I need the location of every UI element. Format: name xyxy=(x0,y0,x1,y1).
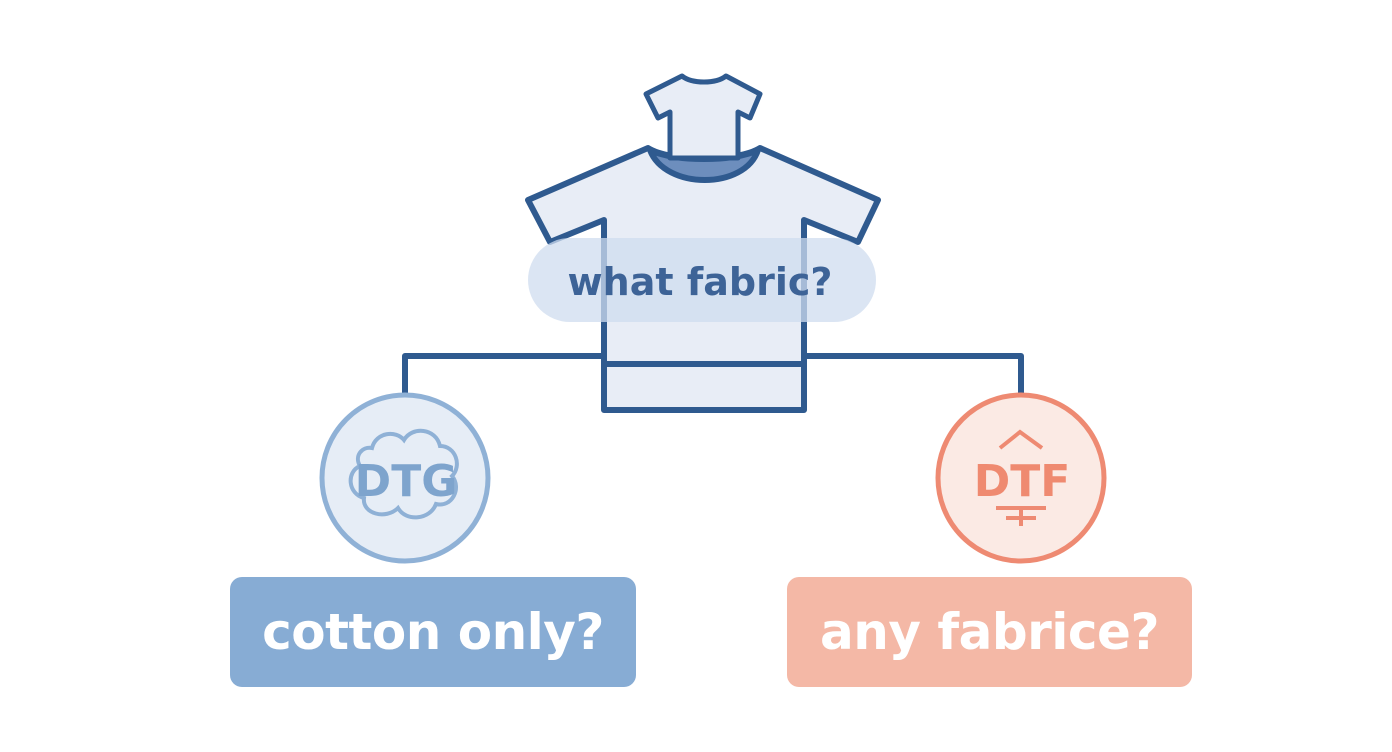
mini-shirt-body xyxy=(643,73,763,161)
dtg-badge-circle xyxy=(319,392,491,564)
cotton-only-label: cotton only? xyxy=(230,577,636,687)
cotton-only-text: cotton only? xyxy=(262,603,604,661)
dtf-label: DTF xyxy=(974,456,1071,507)
heat-press-icon xyxy=(996,429,1046,526)
any-fabric-text: any fabrice? xyxy=(820,603,1159,661)
dtg-badge: DTG xyxy=(319,392,491,564)
dtf-badge: DTF xyxy=(935,392,1107,564)
dtf-badge-circle xyxy=(935,392,1107,564)
question-pill-bg xyxy=(528,238,876,322)
cloud-icon xyxy=(348,429,459,520)
question-pill: what fabric? xyxy=(528,238,876,322)
question-text: what fabric? xyxy=(568,260,833,304)
small-t-shirt-icon xyxy=(643,73,763,161)
any-fabric-label: any fabrice? xyxy=(787,577,1192,687)
dtg-label: DTG xyxy=(355,456,458,507)
